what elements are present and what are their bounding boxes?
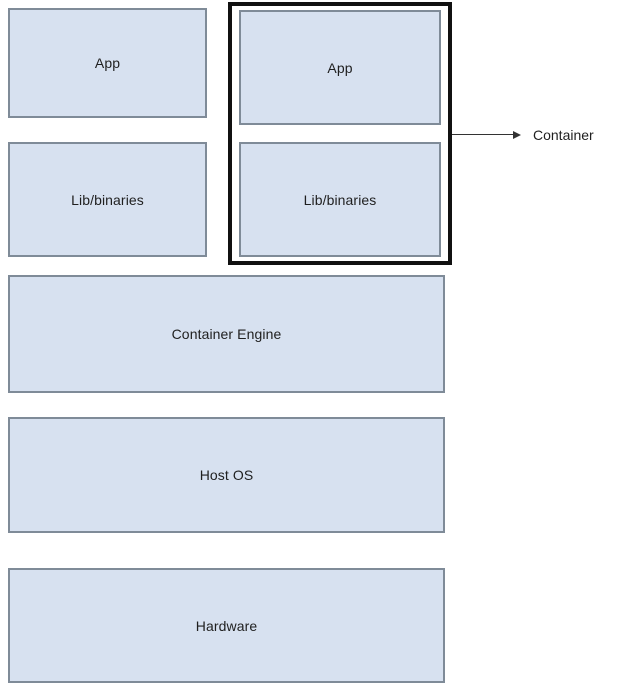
container-callout-arrow-line	[452, 134, 514, 135]
host-os-label: Host OS	[199, 467, 254, 483]
hardware-layer: Hardware	[8, 568, 445, 683]
container-lib-binaries-label: Lib/binaries	[303, 191, 377, 208]
container-callout-label: Container	[533, 127, 594, 143]
host-lib-binaries-label: Lib/binaries	[71, 191, 144, 208]
container-lib-binaries-box: Lib/binaries	[239, 142, 441, 257]
container-app-label: App	[327, 59, 353, 76]
container-engine-layer: Container Engine	[8, 275, 445, 393]
container-callout-arrowhead-icon	[513, 130, 521, 139]
container-app-box: App	[239, 10, 441, 125]
hardware-label: Hardware	[195, 617, 258, 634]
host-app-box: App	[8, 8, 207, 118]
host-lib-binaries-box: Lib/binaries	[8, 142, 207, 257]
container-frame: App Lib/binaries	[228, 2, 452, 265]
host-app-label: App	[94, 55, 121, 71]
container-engine-label: Container Engine	[171, 326, 282, 342]
host-os-layer: Host OS	[8, 417, 445, 533]
